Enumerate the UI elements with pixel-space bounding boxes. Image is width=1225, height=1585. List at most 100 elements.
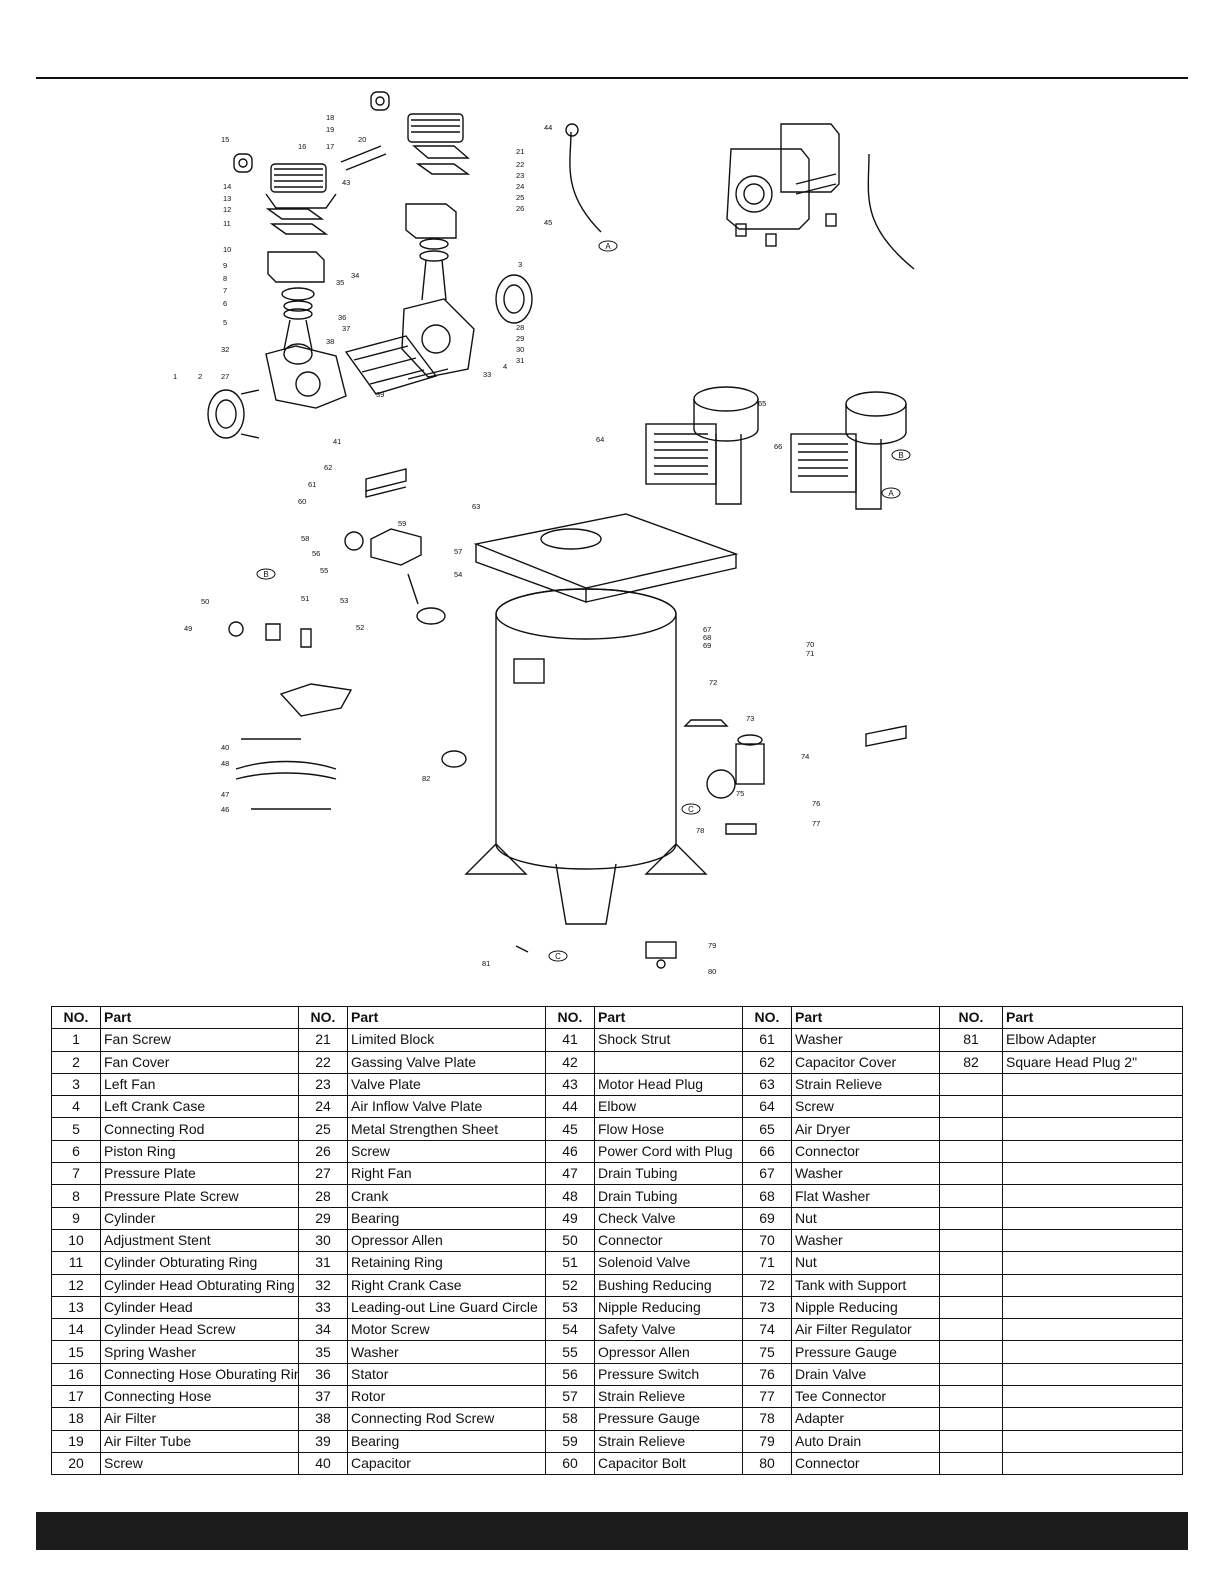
part-number-cell: 59 [545,1429,595,1453]
part-number-cell [939,1429,1003,1453]
part-number-cell: 67 [742,1162,792,1186]
solenoid-check-valve [228,621,353,717]
right-capacitor-cover [865,725,907,747]
part-name-cell: Nipple Reducing [791,1295,940,1320]
part-name-cell: Adapter [791,1407,940,1431]
part-number-cell: 55 [545,1340,595,1364]
cords-and-tubing [235,738,337,810]
header-part: Part [1002,1005,1183,1030]
part-label-63: 63 [472,502,480,511]
part-number-cell: 73 [742,1295,792,1320]
header-no: NO. [545,1005,595,1030]
part-name-cell: Power Cord with Plug [594,1139,743,1164]
part-number-cell [939,1251,1003,1275]
part-number-cell: 76 [742,1362,792,1387]
part-number-cell: 70 [742,1228,792,1253]
part-name-cell: Air Filter [100,1407,299,1431]
part-number-cell: 24 [298,1095,348,1119]
part-label-72: 72 [709,678,717,687]
callout-a-top: A [605,242,611,251]
part-label-24: 24 [516,182,524,191]
assembled-pump [726,123,915,270]
part-label-21: 21 [516,147,524,156]
part-name-cell: Opressor Allen [594,1340,743,1364]
part-label-3: 3 [518,260,522,269]
part-name-cell: Flat Washer [791,1184,940,1208]
part-number-cell [939,1117,1003,1141]
part-number-cell: 61 [742,1028,792,1052]
part-label-2: 2 [198,372,202,381]
part-number-cell: 25 [298,1117,348,1141]
part-number-cell: 38 [298,1407,348,1431]
part-label-15: 15 [221,135,229,144]
part-label-36: 36 [338,313,346,322]
part-number-cell [939,1318,1003,1342]
part-name-cell: Strain Relieve [594,1429,743,1453]
part-name-cell: Tee Connector [791,1385,940,1409]
part-label-33: 33 [483,370,491,379]
right-cylinder [405,203,457,301]
part-number-cell: 46 [545,1139,595,1164]
air-filter-regulator [683,719,765,835]
part-number-cell: 2 [51,1050,101,1074]
part-label-17: 17 [326,142,334,151]
part-number-cell: 68 [742,1184,792,1208]
air-dryer-left [645,386,759,505]
part-number-cell: 32 [298,1273,348,1297]
part-number-cell: 11 [51,1251,101,1275]
part-number-cell: 1 [51,1028,101,1052]
part-label-81: 81 [482,959,490,968]
part-label-13: 13 [223,194,231,203]
part-number-cell [939,1095,1003,1119]
part-name-cell: Screw [791,1095,940,1119]
part-label-5: 5 [223,318,227,327]
part-label-71: 71 [806,649,814,658]
part-label-20: 20 [358,135,366,144]
part-number-cell: 44 [545,1095,595,1119]
part-label-22: 22 [516,160,524,169]
part-name-cell [1002,1385,1183,1409]
part-name-cell [594,1050,743,1074]
callout-c-regulator: C [688,805,694,814]
part-number-cell: 65 [742,1117,792,1141]
header-part: Part [791,1005,940,1030]
part-name-cell: Cylinder Obturating Ring [100,1251,299,1275]
part-label-14: 14 [223,182,231,191]
part-number-cell: 33 [298,1295,348,1320]
part-label-1: 1 [173,372,177,381]
part-label-82: 82 [422,774,430,783]
part-name-cell: Screw [347,1139,546,1164]
header-no: NO. [51,1005,101,1030]
left-fan [207,389,260,439]
part-label-45: 45 [544,218,552,227]
part-label-7: 7 [223,286,227,295]
part-label-78: 78 [696,826,704,835]
part-name-cell: Air Inflow Valve Plate [347,1095,546,1119]
part-name-cell: Spring Washer [100,1340,299,1364]
part-name-cell: Capacitor Bolt [594,1451,743,1476]
part-label-44: 44 [544,123,552,132]
part-label-66: 66 [774,442,782,451]
part-number-cell [939,1340,1003,1364]
part-label-4: 4 [503,362,507,371]
part-number-cell [939,1206,1003,1230]
part-name-cell: Opressor Allen [347,1228,546,1253]
part-number-cell: 9 [51,1206,101,1230]
part-label-46: 46 [221,805,229,814]
part-label-41: 41 [333,437,341,446]
left-cylinder [267,251,325,365]
part-label-74: 74 [801,752,809,761]
part-number-cell: 3 [51,1072,101,1097]
part-label-8: 8 [223,274,227,283]
part-label-37: 37 [342,324,350,333]
part-label-75: 75 [736,789,744,798]
part-number-cell: 49 [545,1206,595,1230]
part-label-73: 73 [746,714,754,723]
part-name-cell: Cylinder Head [100,1295,299,1320]
part-name-cell: Solenoid Valve [594,1251,743,1275]
